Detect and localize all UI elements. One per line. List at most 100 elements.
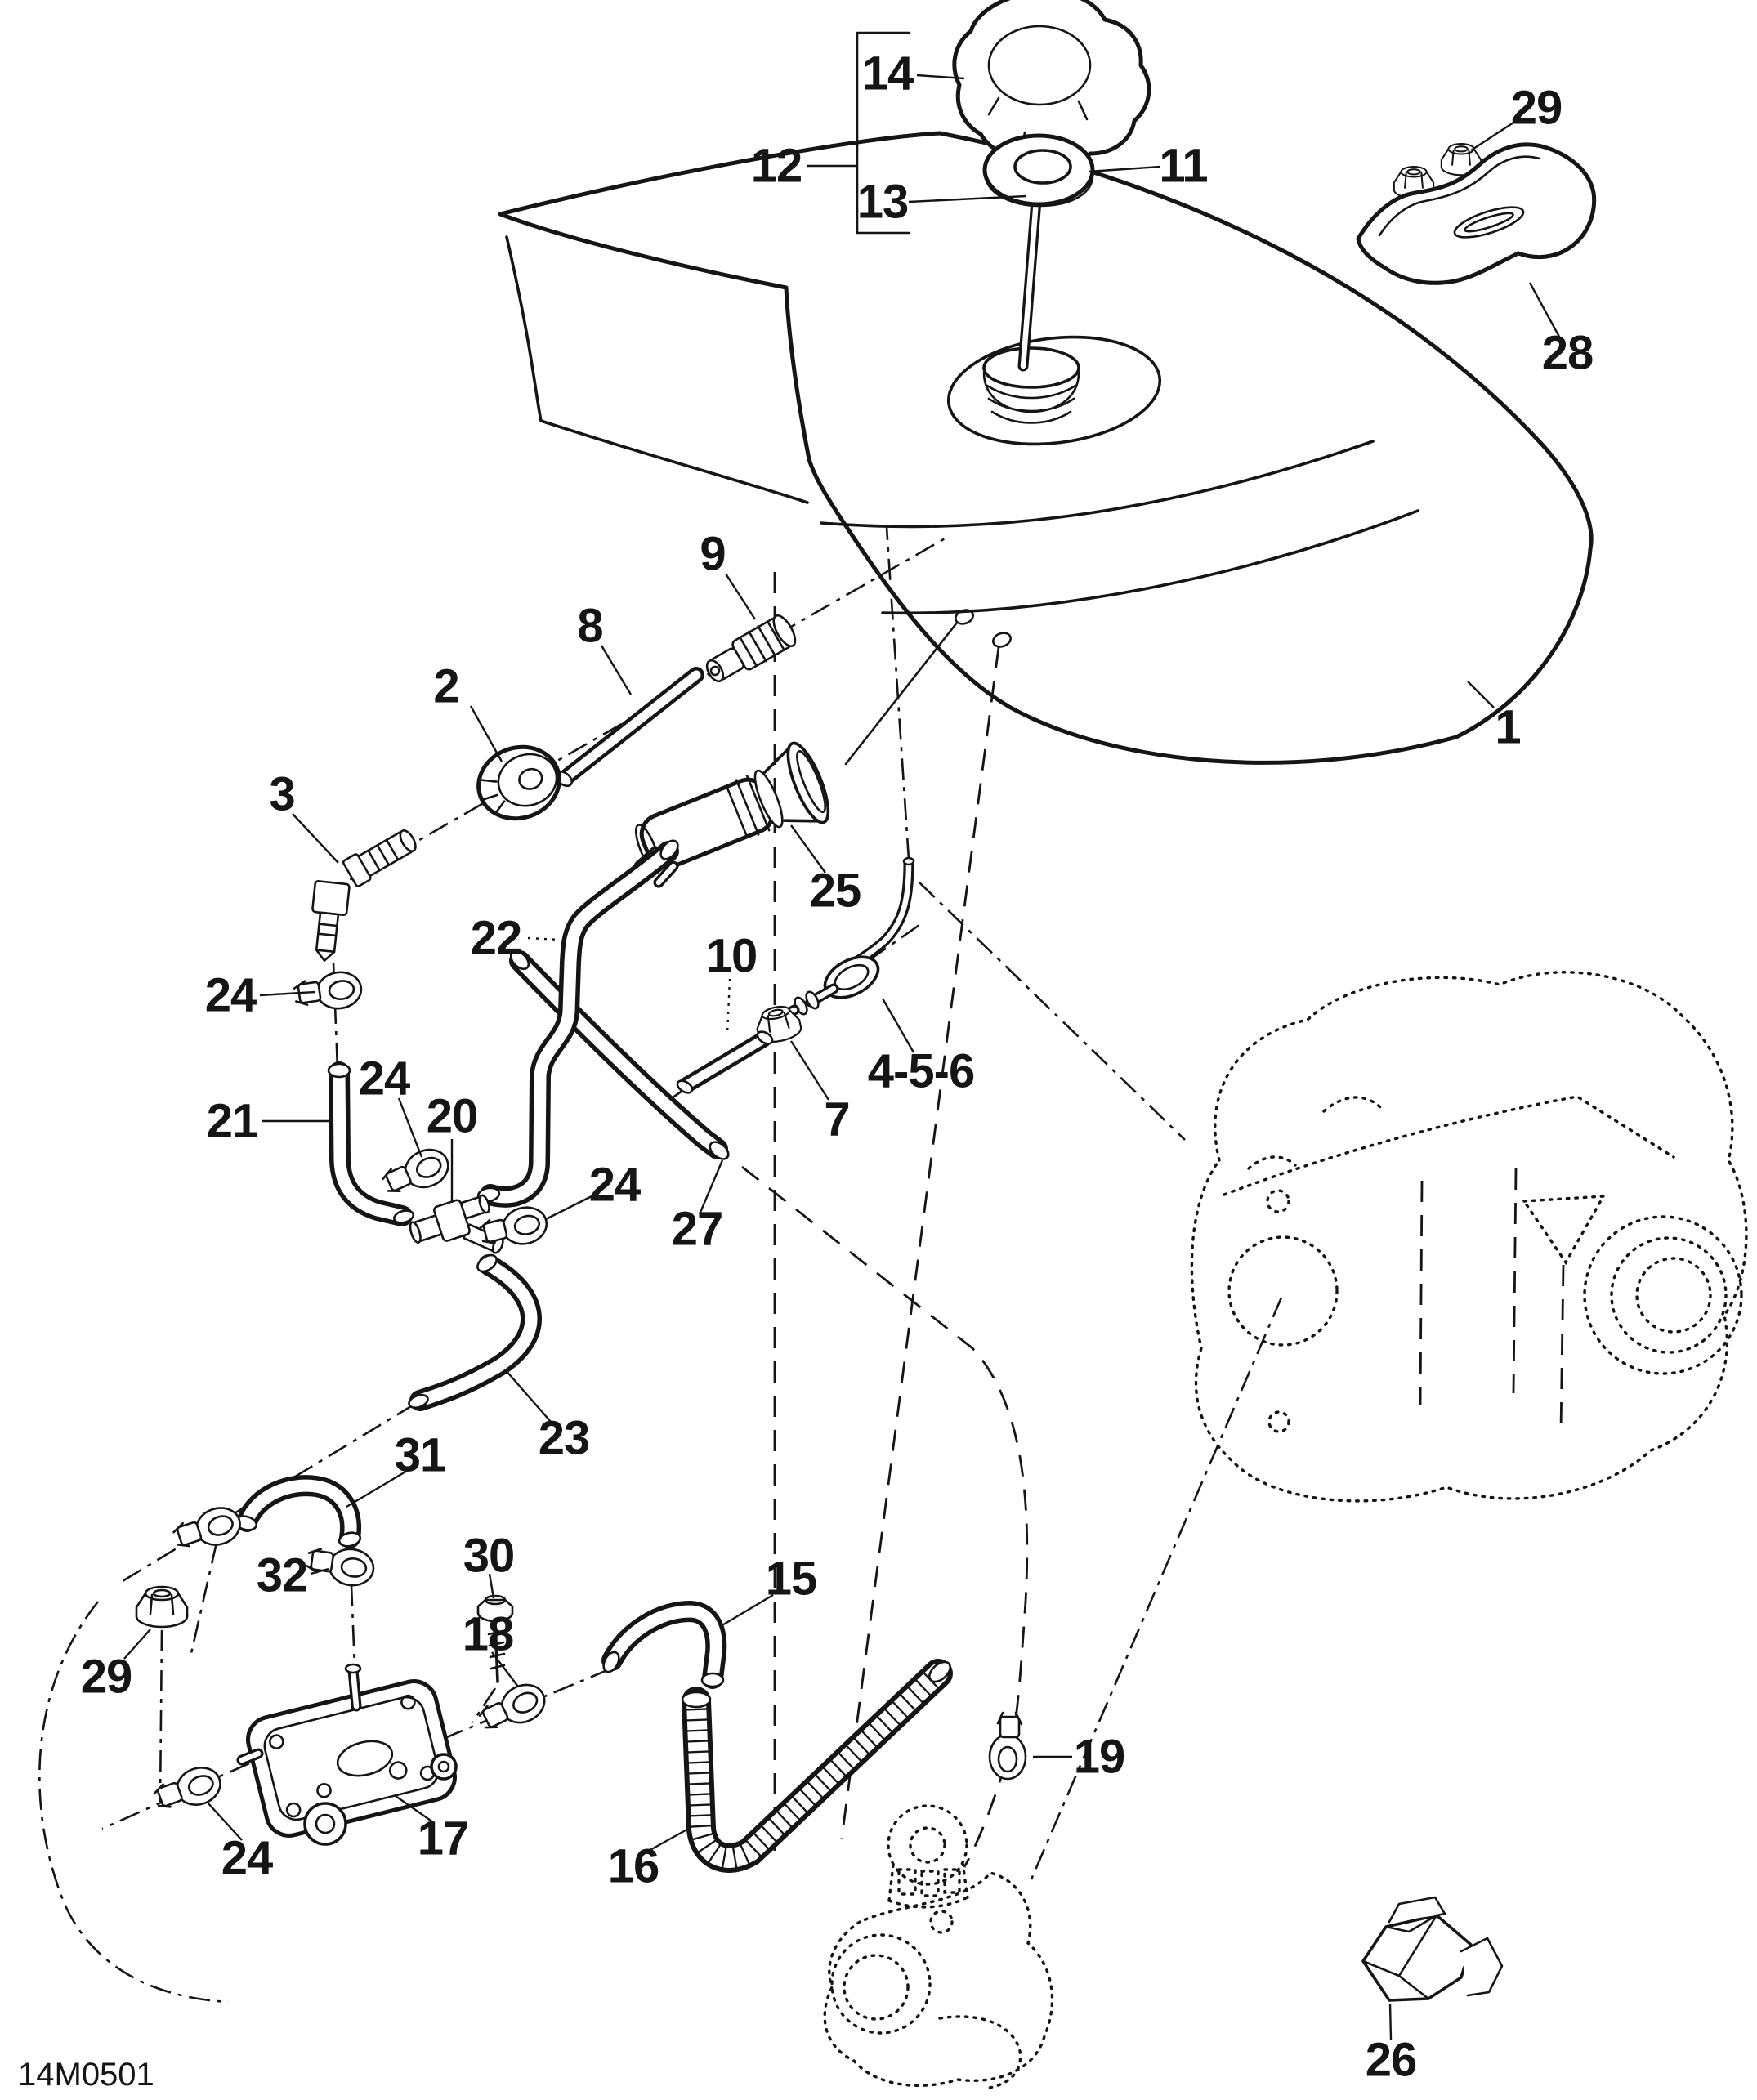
axis-nut29-pump [159,1629,163,1803]
outlet-hose-15 [601,1601,727,1689]
tank-bracket-28 [1356,142,1597,285]
engine-bump-2 [1247,1155,1297,1170]
carb-top-cap-inner [909,1826,946,1864]
callout-15: 15 [766,1553,817,1606]
alignment-lines [38,526,1283,2004]
clip-26 [1361,1896,1504,2002]
callout-1: 1 [1495,701,1520,754]
callout-32: 32 [257,1549,308,1602]
engine-seam-1 [1419,1180,1424,1406]
tank-left-edge [505,235,543,422]
small-hose-10 [676,1030,774,1094]
engine-silhouette [1190,971,1748,1503]
engine-outline [1190,971,1748,1503]
callout-31: 31 [395,1429,446,1482]
tank-outlet-hole-1 [955,609,974,625]
callout-30: 30 [463,1530,515,1583]
elbow-fitting-3 [311,829,417,962]
engine-top-edge [1223,1095,1675,1196]
carburetor-silhouette [823,1804,1054,2090]
callout-20: 20 [427,1090,478,1143]
carb-intake-bell-inner [843,1954,910,2021]
engine-opening [1227,1235,1339,1347]
callout-8: 8 [577,600,602,653]
axis-hose27-carb [741,1165,1029,1868]
fuel-hose-21 [327,1061,415,1226]
callout-27: 27 [672,1203,723,1256]
axis-pump-boundary [38,1601,230,2004]
callout-23: 23 [539,1412,590,1465]
carb-intake-bell-outer [830,1933,932,2035]
callout-26: 26 [1366,2034,1417,2087]
bracket-28-outline [1356,142,1597,285]
bracket-12-lines [856,31,911,235]
vent-hose-31 [234,1475,362,1548]
carb-body [823,1871,1054,2088]
axis-tank-carb-right [840,646,1000,1839]
engine-seam-2 [1512,1168,1518,1394]
filler-neck-top [982,346,1080,389]
axis-clamp32-pump [350,1584,356,1668]
callout-14: 14 [862,47,914,101]
callout-10: 10 [706,930,758,983]
callout-17: 17 [418,1812,469,1865]
gasket-inner [1013,149,1072,185]
callout-11: 11 [1159,140,1207,193]
cap-inner [987,25,1092,106]
bracket-28-inner [1378,155,1541,237]
callout-29b: 29 [81,1651,132,1704]
callout-4-5-6: 4-5-6 [868,1045,974,1098]
fuel-pump-17 [236,1663,458,1846]
callout-12: 12 [751,140,802,193]
fuel-hose-23 [408,1253,542,1411]
axis-clamp-hose31 [188,1542,218,1661]
axis-screw-pump [471,1687,497,1723]
grommet-2 [476,744,561,821]
corrugation-ticks [682,1669,941,1872]
pump-ear-left [303,1802,347,1846]
carb-neck-slot-3 [943,1868,961,1894]
tank-left-seam [539,419,809,504]
gasket-rim [984,175,1094,208]
tank-outlet-hole-2 [992,632,1012,648]
callout-24a: 24 [205,969,257,1022]
callout-24b: 24 [359,1052,410,1106]
screw-30 [476,1594,514,1683]
callout-7: 7 [824,1093,849,1146]
carb-neck [887,1861,969,1909]
corrugated-hose-16 [681,1658,954,1872]
leader-lines [123,74,1561,2040]
callout-18: 18 [463,1608,514,1661]
callout-28: 28 [1542,327,1594,380]
callout-19: 19 [1074,1731,1125,1784]
bracket-28-slot [1453,206,1525,239]
cap-gasket [982,133,1095,208]
tee-fitting-20 [409,1194,504,1254]
engine-bump-1 [1322,1096,1383,1113]
callout-labels: 1 2 3 4-5-6 7 8 9 10 11 12 13 14 15 16 1… [81,47,1594,2087]
callout-13: 13 [857,176,909,229]
axis-valve-tank [885,526,910,860]
primer-pump-25 [633,741,830,888]
callout-22: 22 [471,912,522,965]
callout-24c: 24 [589,1159,641,1212]
callout-21: 21 [207,1095,258,1148]
filler-neck-threads [986,384,1077,424]
carb-detail-hole [929,1910,954,1934]
axis-engine-carb [1030,1297,1283,1880]
pump-ear-right [430,1753,458,1781]
tank-fitting-9 [705,614,797,683]
callout-25: 25 [810,865,861,918]
carb-float-bowl [938,2015,1022,2090]
drawing-code: 14M0501 [18,2057,154,2093]
fuel-hose-27 [509,949,730,1160]
callout-24d: 24 [221,1832,273,1885]
fuel-cap-assembly [856,0,1151,372]
engine-intake-boss-mid [1610,1236,1728,1354]
carb-top-cap-outer [887,1804,968,1886]
engine-funnel-stem [1559,1264,1565,1432]
group-bracket-12 [856,31,911,235]
carb-neck-slot-2 [920,1870,940,1897]
